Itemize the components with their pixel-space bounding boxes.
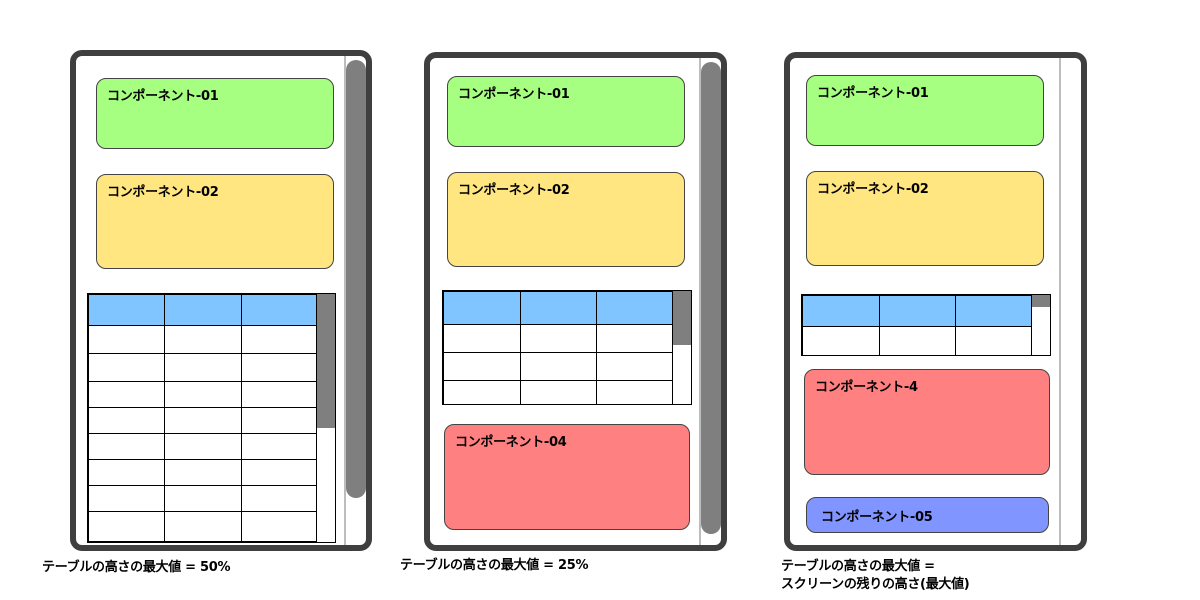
caption-panel-1: テーブルの高さの最大値 = 50% xyxy=(42,559,230,577)
table-scrollbar[interactable] xyxy=(672,291,691,404)
table-row xyxy=(443,352,674,381)
table-row xyxy=(88,325,319,354)
component-02-label: コンポーネント-02 xyxy=(107,185,219,200)
component-04-label: コンポーネント-04 xyxy=(455,435,567,450)
component-04: コンポーネント-04 xyxy=(444,424,690,530)
table-row xyxy=(88,459,319,486)
table-row xyxy=(88,407,319,434)
table-row xyxy=(802,326,1033,355)
table-grid xyxy=(802,295,1033,355)
scroll-track-divider xyxy=(699,58,701,545)
component-02-label: コンポーネント-02 xyxy=(817,182,929,197)
table-scrollbar-thumb[interactable] xyxy=(1032,295,1050,307)
screen-mockup-3: コンポーネント-01 コンポーネント-02 コンポーネント-4 コンポーネント-… xyxy=(784,52,1087,551)
caption-line: テーブルの高さの最大値 = xyxy=(781,559,935,574)
table-row xyxy=(88,511,319,542)
screen-scrollbar-thumb[interactable] xyxy=(346,60,366,498)
table-row xyxy=(88,485,319,512)
caption-line: テーブルの高さの最大値 = 25% xyxy=(400,558,589,573)
scroll-track-divider xyxy=(344,56,346,545)
component-01: コンポーネント-01 xyxy=(447,76,685,147)
table-scrollbar[interactable] xyxy=(1031,295,1050,355)
screen-mockup-2: コンポーネント-01 コンポーネント-02 コンポーネント-04 xyxy=(424,52,727,551)
component-02-label: コンポーネント-02 xyxy=(458,183,570,198)
table xyxy=(87,293,336,543)
component-01-label: コンポーネント-01 xyxy=(817,86,929,101)
component-02: コンポーネント-02 xyxy=(447,172,685,267)
scroll-track-divider xyxy=(1059,58,1061,545)
table-header-row xyxy=(88,294,319,326)
table-header-row xyxy=(802,295,1033,327)
component-4: コンポーネント-4 xyxy=(804,369,1050,475)
screen-mockup-1: コンポーネント-01 コンポーネント-02 xyxy=(70,50,372,551)
table-scrollbar-thumb[interactable] xyxy=(673,291,691,345)
component-01: コンポーネント-01 xyxy=(806,75,1044,146)
table-scrollbar[interactable] xyxy=(316,294,335,542)
table-grid xyxy=(88,294,319,542)
table-row xyxy=(88,381,319,408)
table xyxy=(442,290,692,405)
table-scrollbar-thumb[interactable] xyxy=(317,294,335,428)
caption-panel-2: テーブルの高さの最大値 = 25% xyxy=(400,557,588,575)
component-01: コンポーネント-01 xyxy=(96,78,334,149)
component-05-label: コンポーネント-05 xyxy=(821,510,933,525)
component-01-label: コンポーネント-01 xyxy=(458,87,570,102)
caption-panel-3: テーブルの高さの最大値 = スクリーンの残りの高さ(最大値) xyxy=(781,558,970,594)
table-row xyxy=(443,380,674,404)
screen-scrollbar-thumb[interactable] xyxy=(701,62,721,534)
caption-line: テーブルの高さの最大値 = 50% xyxy=(42,560,231,575)
table-header-row xyxy=(443,291,674,325)
table-grid xyxy=(443,291,674,404)
table xyxy=(801,294,1051,356)
component-02: コンポーネント-02 xyxy=(806,171,1044,266)
table-row xyxy=(88,353,319,382)
table-row xyxy=(443,324,674,353)
component-01-label: コンポーネント-01 xyxy=(107,89,219,104)
component-02: コンポーネント-02 xyxy=(96,174,334,269)
component-4-label: コンポーネント-4 xyxy=(815,380,918,395)
component-05: コンポーネント-05 xyxy=(806,497,1049,533)
caption-line: スクリーンの残りの高さ(最大値) xyxy=(781,577,970,592)
table-row xyxy=(88,433,319,460)
